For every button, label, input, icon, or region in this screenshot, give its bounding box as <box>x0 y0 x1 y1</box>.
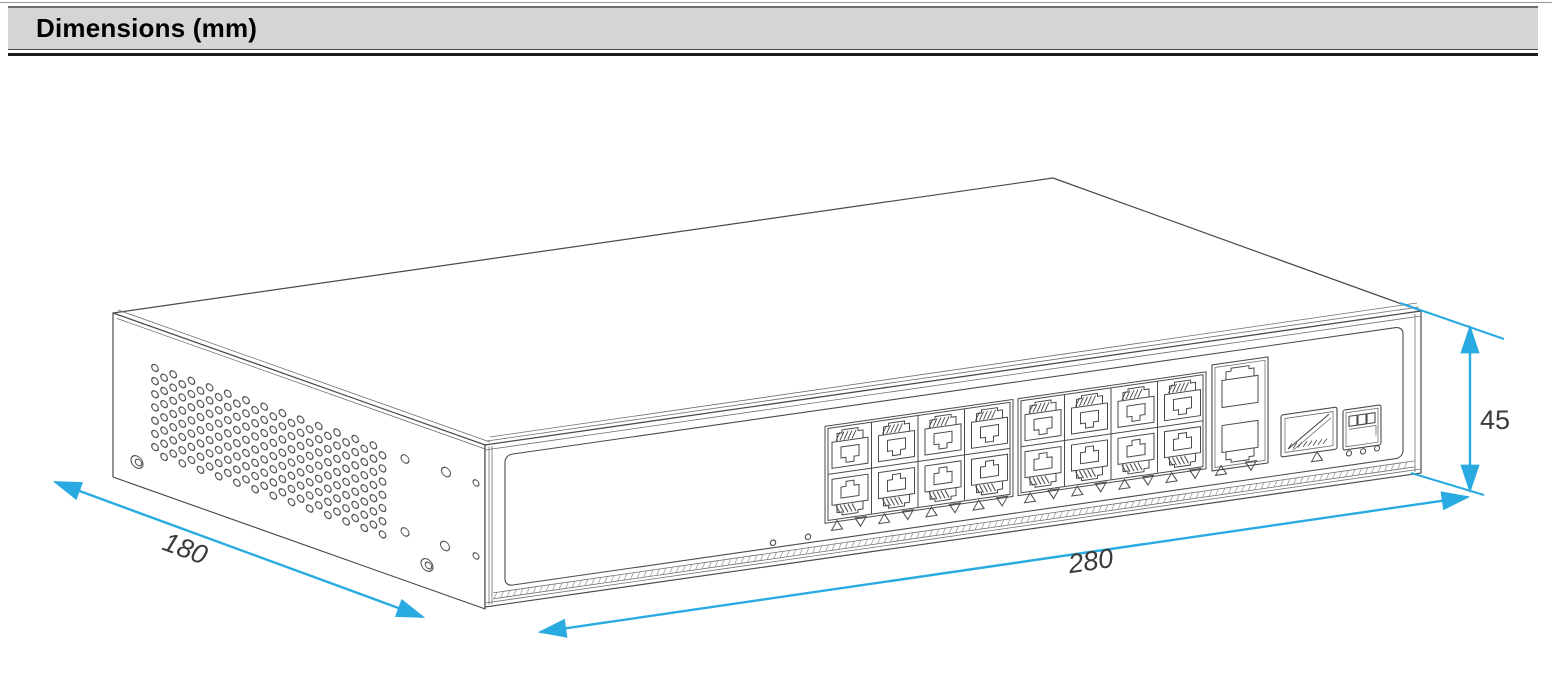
section-header-underline <box>8 53 1538 56</box>
section-header-bar: Dimensions (mm) <box>8 6 1538 50</box>
uplink-ports <box>1211 356 1269 472</box>
top-face-front-rim-line-2 <box>489 302 1418 438</box>
depth-dimension-line <box>52 480 426 619</box>
height-extension-line-bottom <box>1410 472 1485 496</box>
page-top-rule <box>0 2 1552 3</box>
terminal-connector-port <box>1342 404 1382 451</box>
dimension-label-depth: 180 <box>159 527 212 571</box>
height-extension-line-top <box>1399 302 1505 340</box>
dimension-label-height: 45 <box>1480 405 1510 435</box>
width-dimension-line <box>537 491 1471 638</box>
top-face-front-rim-line <box>486 306 1420 442</box>
page-title: Dimensions (mm) <box>36 13 258 43</box>
dimension-label-width: 280 <box>1065 543 1115 579</box>
sfp-slot <box>1280 406 1338 458</box>
top-face-left-rim-line <box>117 309 491 443</box>
